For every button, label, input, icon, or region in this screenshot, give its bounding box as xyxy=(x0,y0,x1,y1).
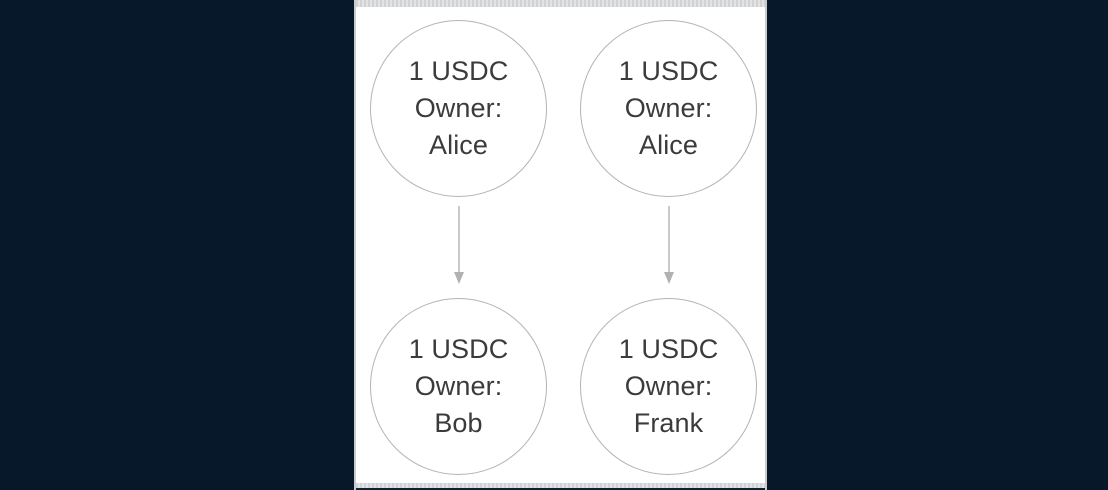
node-owner-label: Owner: xyxy=(414,93,503,123)
node-top-right[interactable]: 1 USDC Owner: Alice xyxy=(580,20,757,197)
node-bottom-left[interactable]: 1 USDC Owner: Bob xyxy=(370,298,547,475)
node-owner-name: Alice xyxy=(428,130,489,160)
arrow-down-icon-right xyxy=(664,206,674,284)
node-amount: 1 USDC xyxy=(618,334,719,364)
panel-bottom-scroll-strip[interactable] xyxy=(356,483,765,490)
node-amount: 1 USDC xyxy=(618,56,719,86)
node-owner-name: Frank xyxy=(633,408,704,438)
node-owner-name: Alice xyxy=(638,130,699,160)
node-amount: 1 USDC xyxy=(408,334,509,364)
node-owner-label: Owner: xyxy=(414,371,503,401)
node-top-left[interactable]: 1 USDC Owner: Alice xyxy=(370,20,547,197)
panel-top-scroll-strip[interactable] xyxy=(356,0,765,7)
node-owner-label: Owner: xyxy=(624,371,713,401)
panel-bottom-cap xyxy=(356,488,765,490)
arrow-down-icon-left xyxy=(454,206,464,284)
diagram-panel: 1 USDC Owner: Alice 1 USDC Owner: Alice … xyxy=(354,0,767,490)
node-bottom-right[interactable]: 1 USDC Owner: Frank xyxy=(580,298,757,475)
node-amount: 1 USDC xyxy=(408,56,509,86)
node-owner-label: Owner: xyxy=(624,93,713,123)
node-owner-name: Bob xyxy=(434,408,483,438)
